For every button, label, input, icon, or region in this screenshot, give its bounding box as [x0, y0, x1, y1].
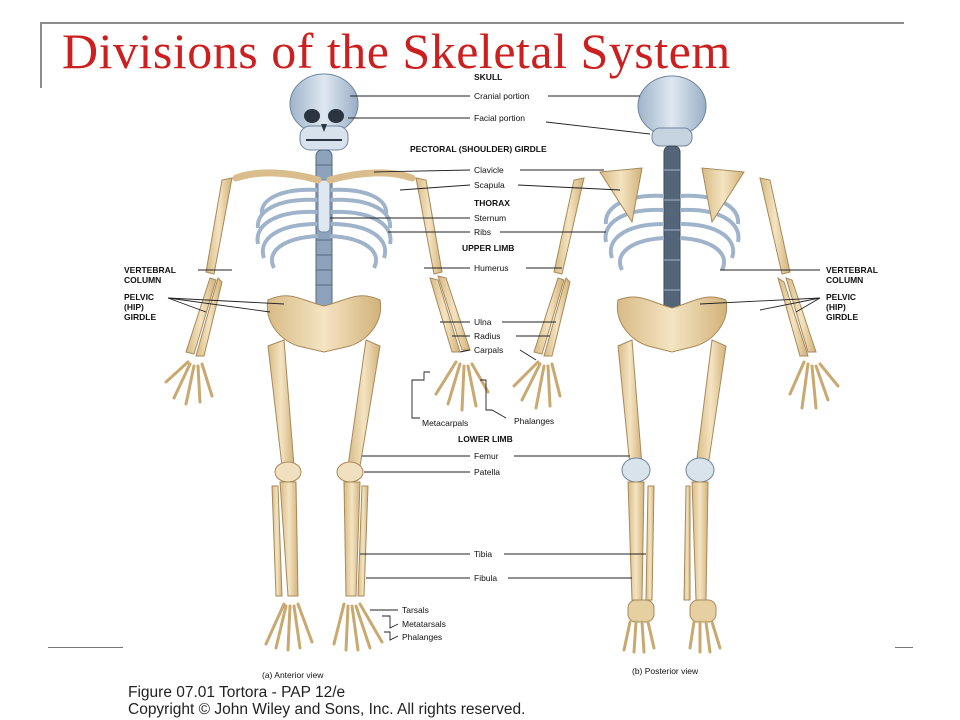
label-sternum: Sternum [474, 213, 506, 223]
posterior-skeleton [512, 75, 840, 654]
label-phalanges-hand: Phalanges [514, 416, 554, 426]
posterior-hands [512, 360, 840, 410]
slide-title: Divisions of the Skeletal System [62, 23, 731, 79]
label-cranial: Cranial portion [474, 91, 530, 101]
leader-lines [167, 95, 821, 641]
posterior-scapulae [599, 167, 745, 224]
posterior-lower-limbs [617, 339, 727, 601]
posterior-rib-cage [603, 193, 741, 271]
caption-line-1: Figure 07.01 Tortora - PAP 12/e [128, 684, 346, 701]
label-pelvic-left-3: GIRDLE [124, 312, 156, 322]
label-pelvic-right-3: GIRDLE [826, 312, 858, 322]
diagram-labels: SKULL Cranial portion Facial portion PEC… [124, 72, 878, 680]
label-ribs: Ribs [474, 227, 491, 237]
label-ulna: Ulna [474, 317, 492, 327]
footer-rule-right [895, 647, 913, 648]
label-tarsals: Tarsals [402, 605, 429, 615]
anterior-pelvic-girdle [266, 295, 382, 353]
label-pelvic-left-1: PELVIC [124, 292, 154, 302]
label-pelvic-right-1: PELVIC [826, 292, 856, 302]
label-pectoral-girdle: PECTORAL (SHOULDER) GIRDLE [410, 144, 547, 154]
label-metacarpals: Metacarpals [422, 418, 468, 428]
label-carpals: Carpals [474, 345, 503, 355]
label-facial: Facial portion [474, 113, 525, 123]
footer-rule-left [48, 647, 123, 648]
posterior-upper-limbs [533, 177, 817, 357]
label-radius: Radius [474, 331, 500, 341]
label-tibia: Tibia [474, 549, 492, 559]
label-femur: Femur [474, 451, 499, 461]
slide-frame-left [40, 22, 42, 88]
anterior-skeleton [164, 73, 490, 652]
label-vertebral-left-2: COLUMN [124, 275, 161, 285]
label-pelvic-left-2: (HIP) [124, 302, 144, 312]
label-vertebral-right-1: VERTEBRAL [826, 265, 878, 275]
anterior-sternum [317, 179, 331, 233]
label-vertebral-left-1: VERTEBRAL [124, 265, 176, 275]
anterior-skull [289, 73, 359, 151]
label-clavicle: Clavicle [474, 165, 504, 175]
anterior-clavicles [232, 169, 416, 184]
posterior-pelvic-girdle [616, 296, 728, 353]
label-phalanges-foot: Phalanges [402, 632, 442, 642]
anterior-lower-limbs [267, 339, 381, 597]
label-fibula: Fibula [474, 573, 497, 583]
label-anterior-view: (a) Anterior view [262, 670, 324, 680]
label-skull: SKULL [474, 72, 502, 82]
label-vertebral-right-2: COLUMN [826, 275, 863, 285]
posterior-skull [637, 75, 707, 147]
posterior-feet [622, 599, 722, 654]
label-metatarsals: Metatarsals [402, 619, 446, 629]
figure-caption: Figure 07.01 Tortora - PAP 12/e Copyrigh… [128, 684, 525, 718]
label-lower-limb: LOWER LIMB [458, 434, 513, 444]
label-patella: Patella [474, 467, 500, 477]
anterior-upper-limbs [185, 177, 471, 357]
label-posterior-view: (b) Posterior view [632, 666, 699, 676]
label-thorax: THORAX [474, 198, 510, 208]
label-humerus: Humerus [474, 263, 508, 273]
label-pelvic-right-2: (HIP) [826, 302, 846, 312]
label-scapula: Scapula [474, 180, 505, 190]
label-upper-limb: UPPER LIMB [462, 243, 514, 253]
anterior-feet [264, 602, 384, 652]
anterior-hands [164, 360, 490, 412]
anterior-rib-cage [255, 187, 393, 269]
slide-frame-top [40, 22, 904, 24]
caption-line-2: Copyright © John Wiley and Sons, Inc. Al… [128, 701, 526, 718]
